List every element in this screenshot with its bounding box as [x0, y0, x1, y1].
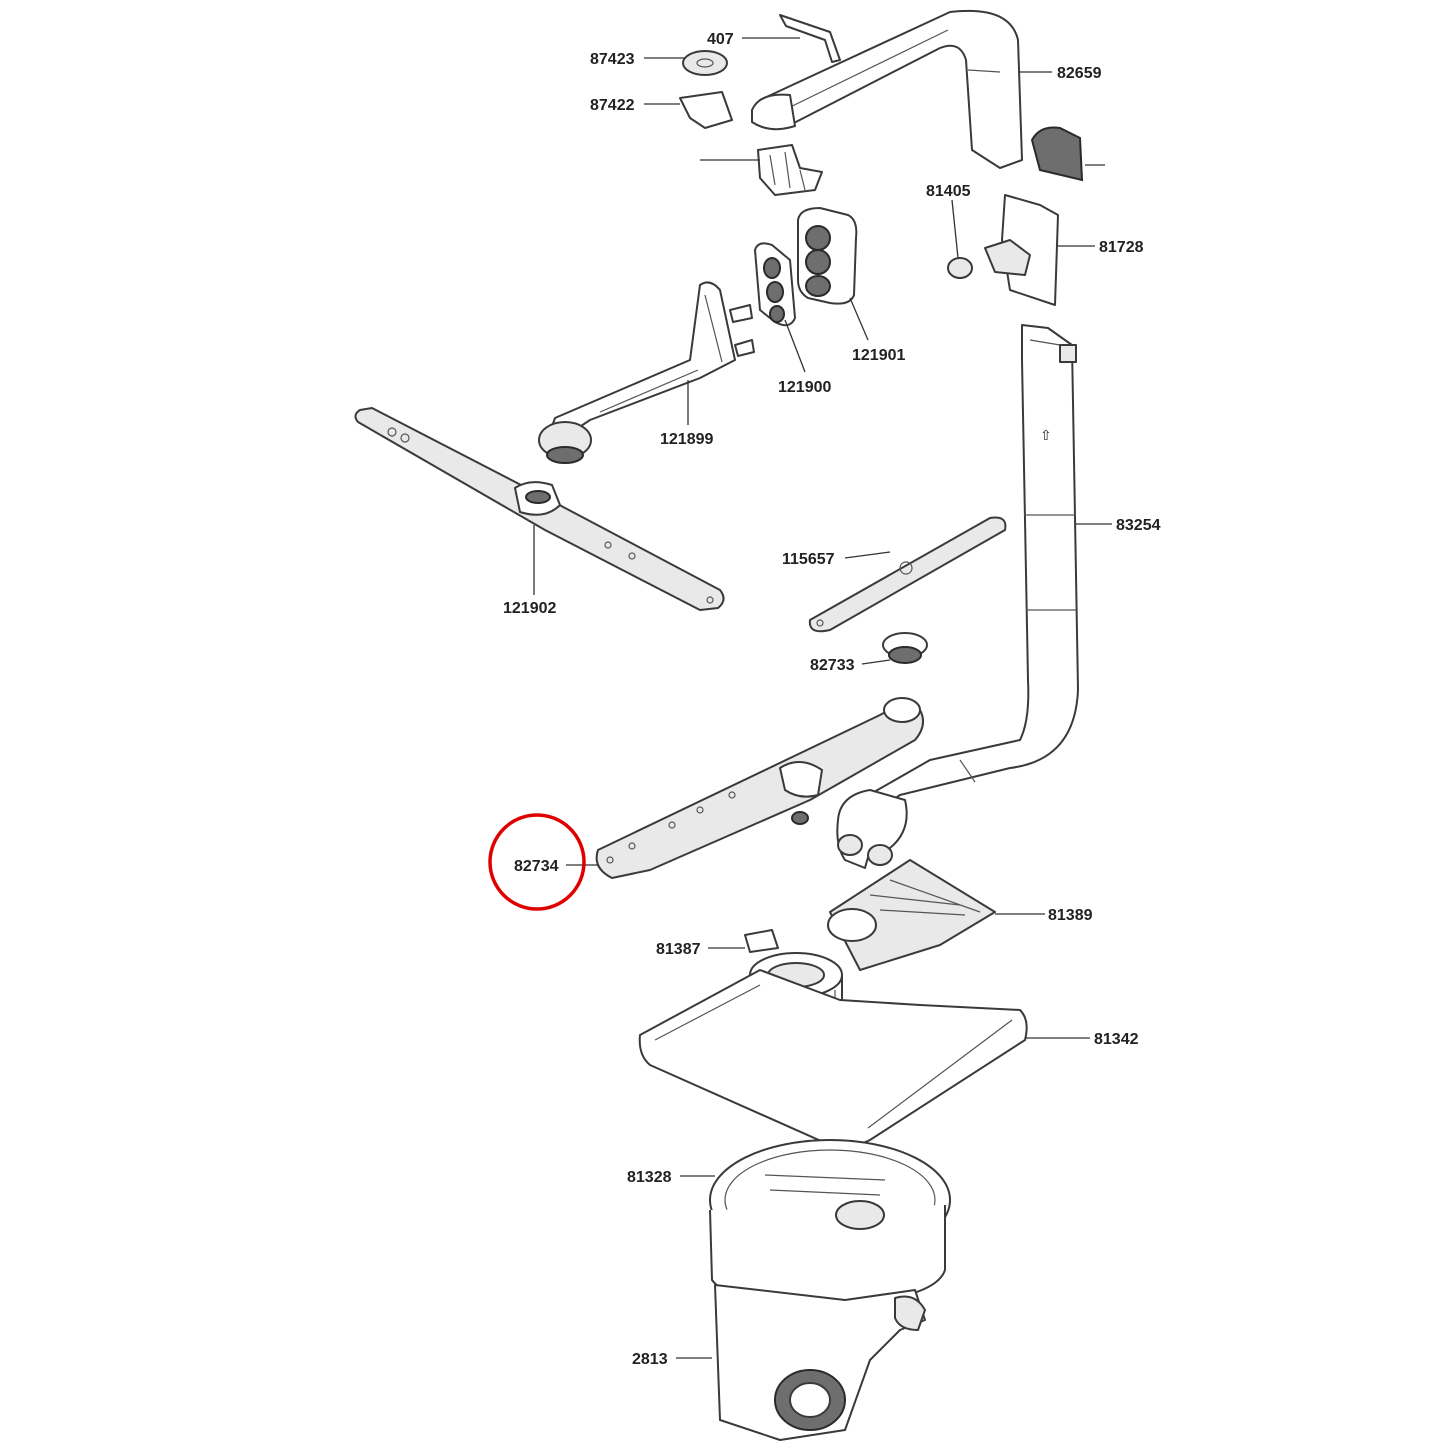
label-407[interactable]: 407: [707, 31, 734, 48]
pump-2813[interactable]: [714, 1284, 926, 1441]
label-87422[interactable]: 87422: [590, 97, 635, 114]
wheel-87423[interactable]: [682, 50, 728, 76]
holder-87422[interactable]: [679, 91, 733, 129]
label-81342[interactable]: 81342: [1094, 1031, 1139, 1048]
label-121901[interactable]: 121901: [852, 347, 905, 364]
label-81387[interactable]: 81387: [656, 941, 701, 958]
seal-81405[interactable]: [947, 257, 973, 279]
sump-81328[interactable]: [709, 1139, 951, 1306]
label-115657[interactable]: 115657: [782, 551, 835, 568]
label-2813[interactable]: 2813: [632, 1351, 668, 1368]
nut-82733[interactable]: [882, 632, 928, 664]
sump-gasket-81342[interactable]: [638, 969, 1028, 1148]
label-81405[interactable]: 81405: [926, 183, 971, 200]
fine-filter-81389[interactable]: [827, 859, 996, 971]
label-81728[interactable]: 81728: [1099, 239, 1144, 256]
upper-water-channel[interactable]: [751, 9, 1023, 169]
spray-arm-121902[interactable]: [354, 407, 725, 611]
part-labels: 407 87423 87422 82659 81405 81728 121901…: [503, 31, 1161, 1368]
label-83254[interactable]: 83254: [1116, 517, 1161, 534]
label-81389[interactable]: 81389: [1048, 907, 1093, 924]
side-connector: [1030, 126, 1084, 182]
spray-arm-holder-121899[interactable]: [538, 281, 755, 464]
label-82659[interactable]: 82659: [1057, 65, 1102, 82]
leader-lines: [533, 37, 1112, 1359]
gasket-121900[interactable]: [754, 242, 796, 327]
gasket-121901[interactable]: [797, 207, 858, 305]
label-81328[interactable]: 81328: [627, 1169, 672, 1186]
label-82734[interactable]: 82734: [514, 858, 559, 875]
highlight-circle: [488, 813, 586, 911]
label-82733[interactable]: 82733: [810, 657, 855, 674]
label-87423[interactable]: 87423: [590, 51, 635, 68]
label-121899[interactable]: 121899: [660, 431, 713, 448]
connector-81728[interactable]: [984, 194, 1059, 306]
spray-arm-115657[interactable]: [808, 516, 1007, 633]
nozzle-holder: [757, 144, 823, 196]
label-121900[interactable]: 121900: [778, 379, 831, 396]
label-121902[interactable]: 121902: [503, 600, 556, 617]
water-tube-83254[interactable]: ⇧: [836, 324, 1079, 869]
lower-spray-arm-82734[interactable]: [595, 697, 925, 879]
tube-arrow-icon: ⇧: [1040, 427, 1052, 443]
channel-clip-407[interactable]: [779, 14, 841, 63]
